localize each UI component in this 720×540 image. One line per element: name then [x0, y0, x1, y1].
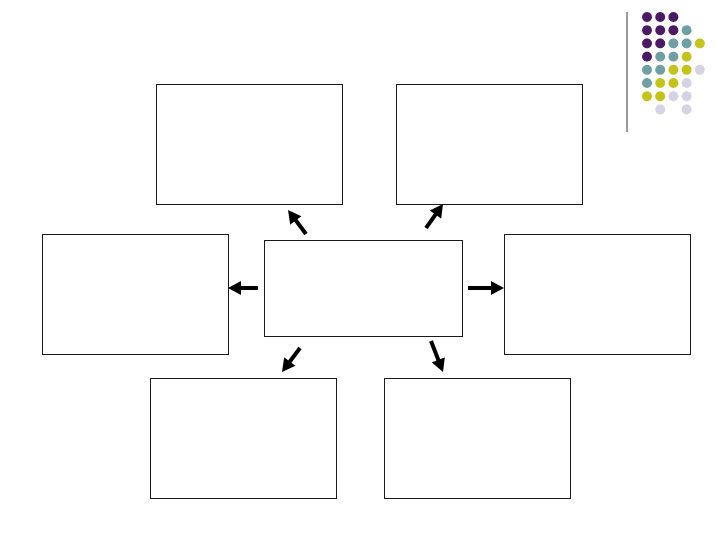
decorative-dot	[694, 64, 705, 75]
branch-box-mid-left	[42, 234, 229, 355]
decorative-dot	[642, 25, 652, 36]
arrow-to-mid-right	[468, 281, 504, 295]
decorative-dot	[668, 12, 679, 22]
decorative-dot	[668, 64, 679, 75]
arrow-to-bottom-right	[429, 340, 445, 372]
decorative-dot	[668, 91, 679, 102]
decorative-dot	[655, 91, 666, 102]
decorative-dot	[655, 64, 666, 75]
decorative-dot	[655, 104, 666, 115]
center-box	[264, 240, 463, 337]
arrow-to-top-right	[424, 204, 443, 230]
decorative-dot	[655, 38, 666, 49]
decorative-dot	[668, 78, 679, 88]
decorative-dot	[681, 64, 692, 75]
decorative-dot	[668, 38, 679, 49]
decorative-dot	[642, 91, 652, 102]
arrow-to-bottom-left	[282, 346, 302, 372]
decorative-dot	[681, 51, 692, 62]
arrowhead-icon	[288, 210, 302, 225]
decorative-dot	[655, 51, 666, 62]
arrow-shaft	[429, 340, 441, 362]
arrowhead-icon	[282, 357, 296, 372]
branch-box-mid-right	[504, 234, 691, 355]
decorative-dot	[681, 91, 692, 102]
decorative-dot	[694, 38, 705, 49]
decorative-dot	[681, 78, 692, 88]
branch-box-bottom-left	[150, 378, 337, 499]
branch-box-top-right	[396, 84, 583, 205]
arrowhead-icon	[228, 281, 241, 295]
branch-box-bottom-right	[384, 378, 571, 499]
arrow-to-mid-left	[228, 281, 258, 295]
decorative-dot	[681, 25, 692, 36]
arrow-to-top-left	[288, 210, 308, 236]
decorative-dot	[642, 12, 652, 22]
decorative-dot	[668, 51, 679, 62]
decorative-dot	[642, 64, 652, 75]
decorative-dot	[642, 51, 652, 62]
arrowhead-icon	[429, 204, 443, 219]
arrow-shaft	[287, 346, 302, 364]
branch-box-top-left	[156, 84, 343, 205]
arrow-shaft	[424, 212, 438, 230]
decorative-dot	[655, 25, 666, 36]
decorative-dot	[681, 38, 692, 49]
decorative-dot	[681, 104, 692, 115]
arrowhead-icon	[431, 357, 445, 372]
arrow-shaft	[293, 218, 308, 236]
decorative-dot	[655, 12, 666, 22]
arrowhead-icon	[491, 281, 504, 295]
decorative-dot	[642, 78, 652, 88]
decorative-dot	[668, 25, 679, 36]
decorative-dot	[655, 78, 666, 88]
decorative-dot	[642, 38, 652, 49]
